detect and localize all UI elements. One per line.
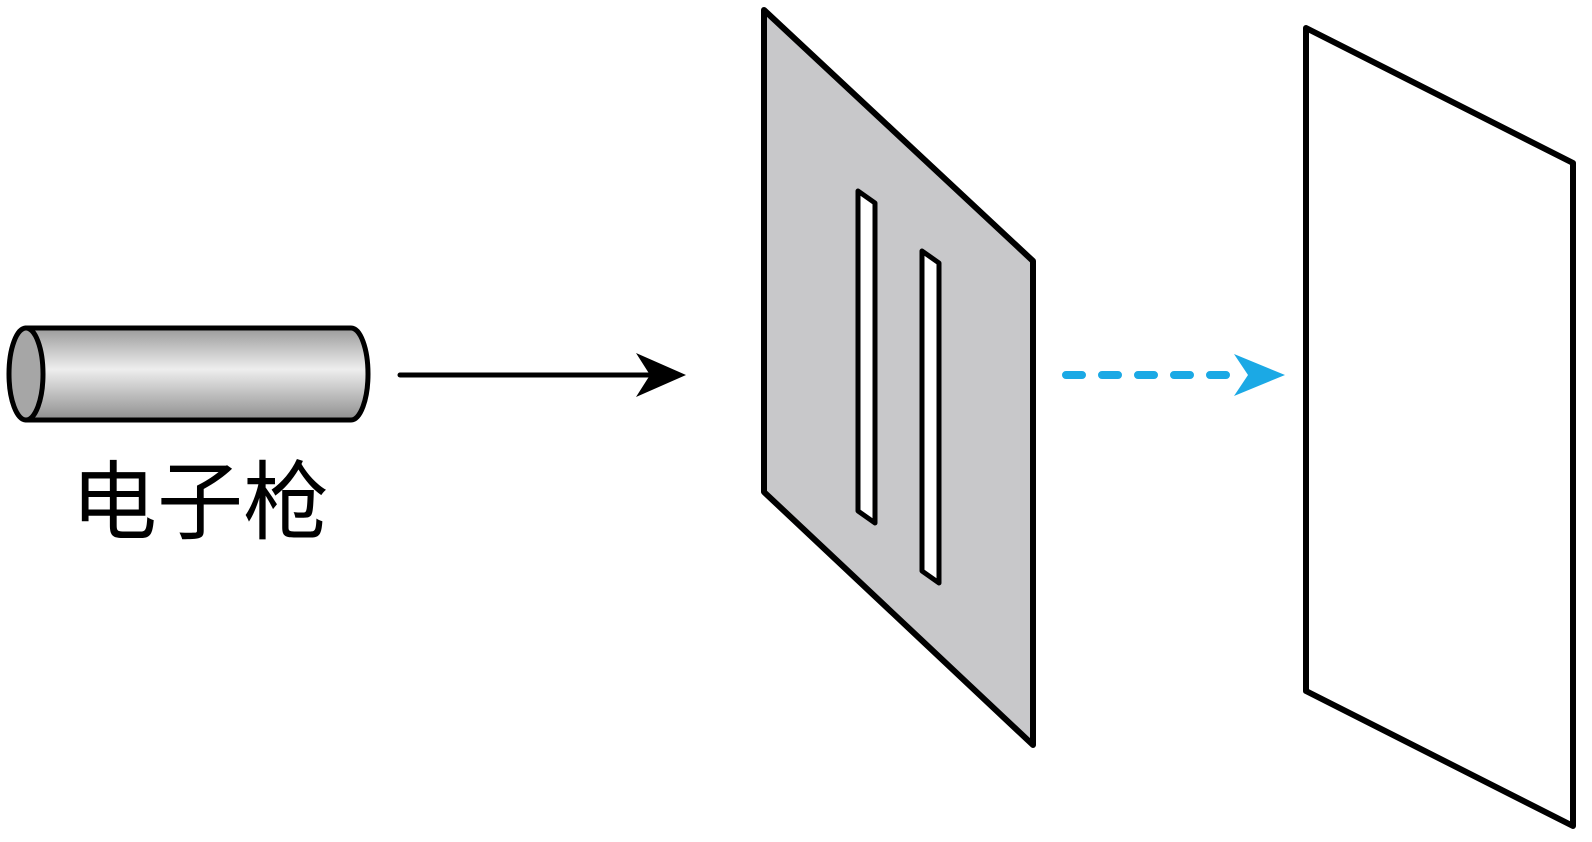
gun-face xyxy=(6,325,46,423)
slit-right xyxy=(919,248,942,586)
slit-plate xyxy=(761,7,1036,748)
wave-arrow xyxy=(1062,354,1285,396)
gun-body xyxy=(23,325,371,423)
detection-screen xyxy=(1303,25,1576,829)
electron-gun-label: 电子枪 xyxy=(71,453,329,553)
electron-beam-arrow xyxy=(397,353,686,397)
electron-gun xyxy=(6,325,371,423)
beam-arrowhead xyxy=(636,353,686,397)
wave-arrowhead xyxy=(1234,354,1285,396)
slit-left xyxy=(855,188,878,526)
double-slit-plate xyxy=(761,7,1036,748)
